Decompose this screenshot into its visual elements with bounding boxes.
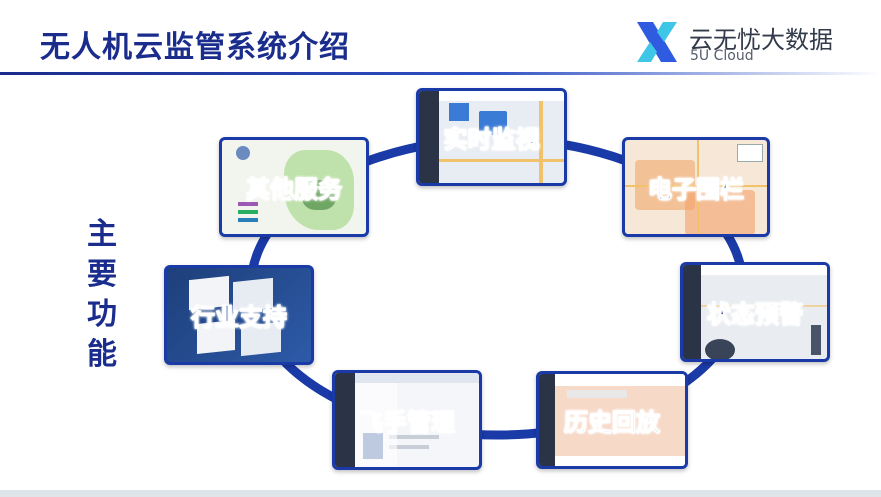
- feature-card-industry[interactable]: 行业支持: [164, 265, 314, 365]
- x-logo-icon: [637, 22, 677, 62]
- feature-card-alert[interactable]: 状态预警: [680, 262, 830, 362]
- feature-card-other[interactable]: 其他服务: [219, 137, 369, 237]
- feature-label-history: 历史回放: [564, 408, 661, 437]
- feature-card-history[interactable]: 历史回放: [536, 371, 688, 469]
- feature-label-realtime: 实时监视: [443, 125, 540, 154]
- logo-text-cn: 云无忧大数据: [689, 26, 833, 54]
- feature-card-realtime[interactable]: 实时监视: [416, 88, 567, 186]
- title-underline: [0, 72, 881, 75]
- feature-label-fence: 电子围栏: [648, 175, 745, 204]
- page-title: 无人机云监管系统介绍: [40, 30, 350, 65]
- feature-label-alert: 状态预警: [707, 300, 804, 329]
- feature-label-industry: 行业支持: [191, 303, 288, 332]
- feature-card-fence[interactable]: 电子围栏: [622, 137, 770, 237]
- feature-label-pilot: 飞手管理: [359, 408, 456, 437]
- bottom-bar: [0, 490, 881, 497]
- side-label: 主要功能: [87, 217, 117, 372]
- feature-label-other: 其他服务: [246, 175, 343, 204]
- logo-text-en: 5U Cloud: [690, 48, 754, 64]
- feature-card-pilot[interactable]: 飞手管理: [332, 370, 482, 470]
- company-logo: 云无忧大数据 5U Cloud: [633, 18, 863, 66]
